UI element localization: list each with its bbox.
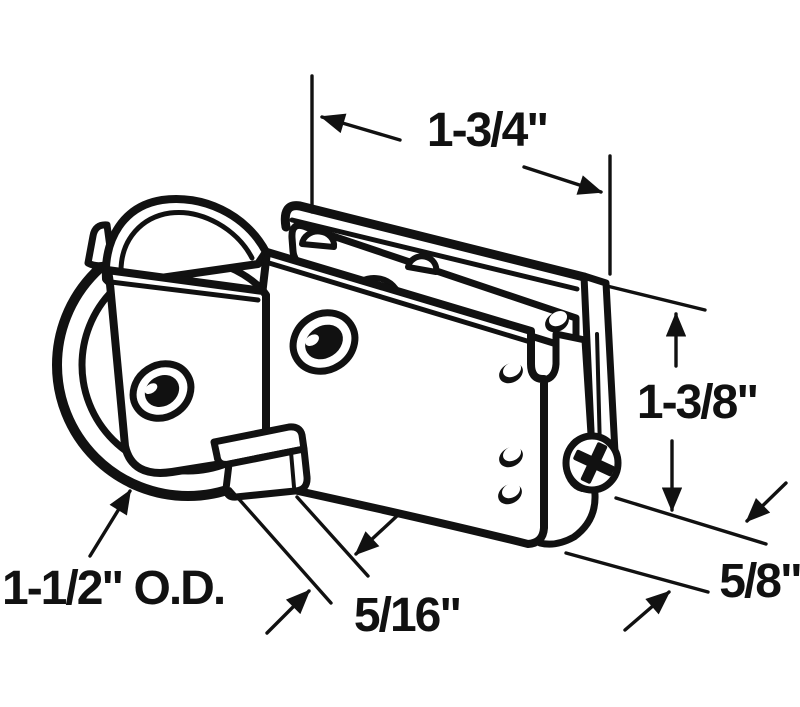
dim-label-top-width: 1-3/4" xyxy=(427,104,547,157)
dimension-bottom-depth: 5/8" xyxy=(564,551,800,632)
dim-label-wheel-diameter: 1-1/2" O.D. xyxy=(2,562,224,615)
phillips-cross-icon xyxy=(573,442,615,484)
offset-arrow-lower xyxy=(265,589,311,635)
wheel-bracket-cap xyxy=(101,195,270,289)
width-arrow-left xyxy=(320,113,402,142)
small-hole-1 xyxy=(499,361,523,384)
front-mounting-hole xyxy=(289,309,359,375)
dimension-tab-offset: 5/16" xyxy=(228,487,462,642)
adjustment-screw xyxy=(562,432,622,494)
depth-arrow xyxy=(623,590,671,632)
dimension-wheel-diameter: 1-1/2" O.D. xyxy=(2,489,226,615)
small-hole-3 xyxy=(498,482,522,505)
carriage-rivet xyxy=(405,253,440,275)
dim-label-bottom-depth: 5/8" xyxy=(719,555,800,608)
height-tick-bottom xyxy=(614,496,768,546)
offset-tick-right xyxy=(295,495,370,578)
dim-label-tab-offset: 5/16" xyxy=(354,589,460,642)
wheel-arrow xyxy=(88,489,132,558)
depth-tick xyxy=(564,551,710,594)
width-arrow-right xyxy=(522,165,603,195)
housing-back-wall xyxy=(280,201,589,292)
latch-tab xyxy=(210,423,311,501)
axle-hole xyxy=(129,360,195,422)
offset-tick-left xyxy=(228,487,333,605)
height-arrow-outer xyxy=(745,481,788,523)
small-hole-top-right xyxy=(545,310,569,333)
offset-arrow-upper xyxy=(354,513,400,556)
height-tick-top xyxy=(605,284,707,312)
dimension-top-width: 1-3/4" xyxy=(310,74,612,276)
inner-roller-arc-small xyxy=(299,228,338,250)
small-hole-2 xyxy=(499,445,523,468)
dim-label-right-height: 1-3/8" xyxy=(637,376,757,429)
dimension-right-height: 1-3/8" xyxy=(605,284,788,546)
